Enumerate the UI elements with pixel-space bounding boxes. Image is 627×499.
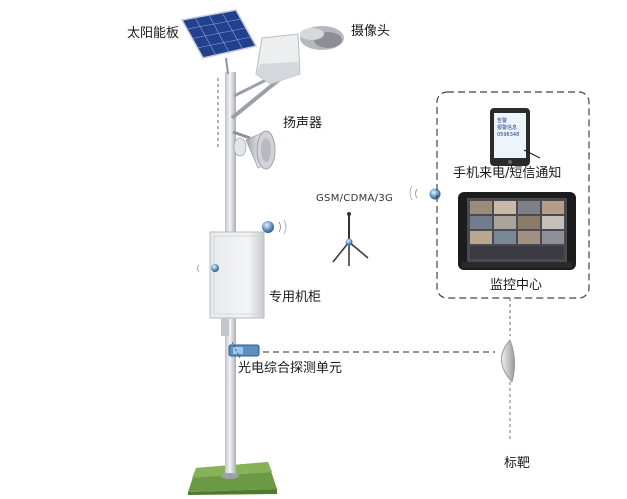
signal-node-center xyxy=(409,185,441,201)
phone-screen-line1: 告警 xyxy=(497,118,508,124)
network-antenna xyxy=(332,212,369,266)
label-phone-alert: 手机来电/短信通知 xyxy=(453,166,562,181)
label-monitor-center: 监控中心 xyxy=(490,278,543,293)
target-reflector xyxy=(501,339,515,440)
label-speaker: 扬声器 xyxy=(283,116,323,131)
signal-node-pole xyxy=(262,219,287,235)
phone-device xyxy=(490,108,541,166)
label-detector: 光电综合探测单元 xyxy=(238,361,343,376)
detector-unit xyxy=(228,341,260,359)
solar-panel xyxy=(180,9,258,75)
equipment-cabinet xyxy=(197,231,265,336)
label-camera: 摄像头 xyxy=(351,24,391,39)
phone-screen-line2: 报警信息 xyxy=(497,125,518,131)
label-target: 标靶 xyxy=(504,456,531,471)
label-solar-panel: 太阳能板 xyxy=(127,26,180,41)
camera-assembly xyxy=(230,26,344,120)
label-cabinet: 专用机柜 xyxy=(269,290,322,305)
pole-foot xyxy=(221,473,239,479)
monitor-center-box xyxy=(436,91,590,336)
speaker-horn xyxy=(232,130,276,170)
camera-grid xyxy=(470,201,564,259)
phone-screen-line3: 0596348 xyxy=(497,132,520,138)
label-network: GSM/CDMA/3G xyxy=(316,193,394,204)
monitor-screen xyxy=(458,192,576,270)
